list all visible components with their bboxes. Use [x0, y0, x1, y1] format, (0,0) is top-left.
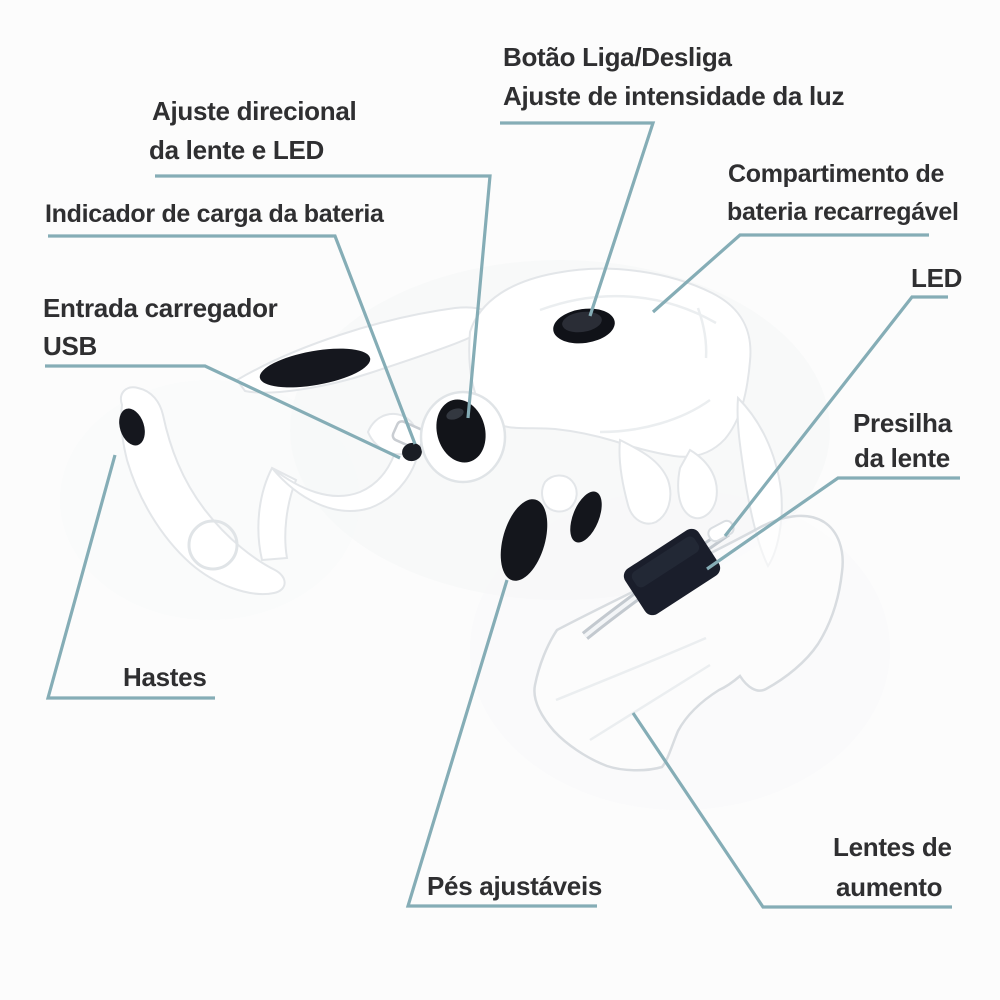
label-magnifying-lenses: Lentes de aumento: [833, 832, 952, 902]
product-temple-hinge: [187, 519, 239, 571]
label-line: Entrada carregador: [43, 293, 278, 323]
label-lens-clip: Presilha da lente: [853, 408, 953, 473]
leader-temples: [45, 454, 215, 700]
label-usb-charger-input: Entrada carregador USB: [43, 293, 278, 361]
label-line: Pés ajustáveis: [427, 871, 602, 901]
label-line: Botão Liga/Desliga: [503, 42, 732, 72]
leader-battery-compartment: [651, 233, 929, 314]
product-lens-reflection: [555, 636, 707, 702]
product-indicator-dot: [402, 442, 422, 462]
product-lens-clip-edge: [631, 536, 700, 588]
leader-power-button: [500, 121, 656, 317]
leader-lens-clip: [706, 476, 960, 571]
product-lens: [533, 514, 844, 772]
label-adjustable-feet: Pés ajustáveis: [427, 871, 602, 901]
product-foot-large: [500, 499, 548, 581]
labels: Botão Liga/Desliga Ajuste de intensidade…: [43, 42, 962, 902]
label-line: da lente: [854, 443, 950, 473]
product-foot-small: [570, 491, 602, 543]
product-main-housing: [468, 267, 752, 458]
label-line: Presilha: [853, 408, 953, 438]
product-temple-arm-hole: [119, 408, 145, 446]
label-line: bateria recarregável: [727, 198, 959, 226]
leader-usb-input: [45, 364, 401, 460]
product-feet-connector: [541, 474, 578, 513]
leader-battery-indicator: [48, 234, 417, 445]
label-line: Lentes de: [833, 832, 952, 862]
product-power-button-top: [562, 311, 602, 333]
leader-lines: [45, 121, 960, 909]
product-housing-crease: [599, 398, 711, 434]
label-line: aumento: [836, 872, 942, 902]
label-line: LED: [911, 263, 962, 293]
product-lens-clip-group: [623, 528, 721, 616]
product-frame-corner: [257, 466, 298, 562]
label-line: Compartimento de: [728, 160, 944, 188]
label-line: Indicador de carga da bateria: [45, 200, 385, 228]
product-housing-seam: [696, 307, 708, 359]
product-housing-crease: [539, 294, 717, 325]
leader-adjustable-feet: [405, 579, 597, 908]
label-battery-indicator: Indicador de carga da bateria: [45, 200, 385, 228]
label-line: Ajuste direcional: [152, 96, 356, 126]
product-lens-reflection: [589, 663, 711, 742]
leader-magnifying-lenses: [631, 712, 952, 909]
label-battery-compartment: Compartimento de bateria recarregável: [727, 160, 959, 226]
label-line: Ajuste de intensidade da luz: [503, 81, 845, 111]
label-temples: Hastes: [123, 662, 207, 692]
product-head-magnifier: [119, 267, 844, 772]
product-bracket-right: [677, 448, 718, 520]
label-line: da lente e LED: [149, 135, 324, 165]
leader-led: [723, 295, 948, 537]
label-line: USB: [43, 331, 97, 361]
product-knob-highlight: [446, 408, 464, 420]
product-top-band-pad: [259, 348, 371, 388]
product-temple-arm: [120, 386, 286, 595]
product-bracket-left: [618, 438, 672, 525]
label-lens-led-adjust: Ajuste direcional da lente e LED: [149, 96, 357, 165]
label-power-button: Botão Liga/Desliga Ajuste de intensidade…: [503, 42, 845, 111]
leader-lens-led-adjust: [155, 174, 492, 419]
label-line: Hastes: [123, 662, 206, 692]
label-led: LED: [911, 263, 962, 293]
